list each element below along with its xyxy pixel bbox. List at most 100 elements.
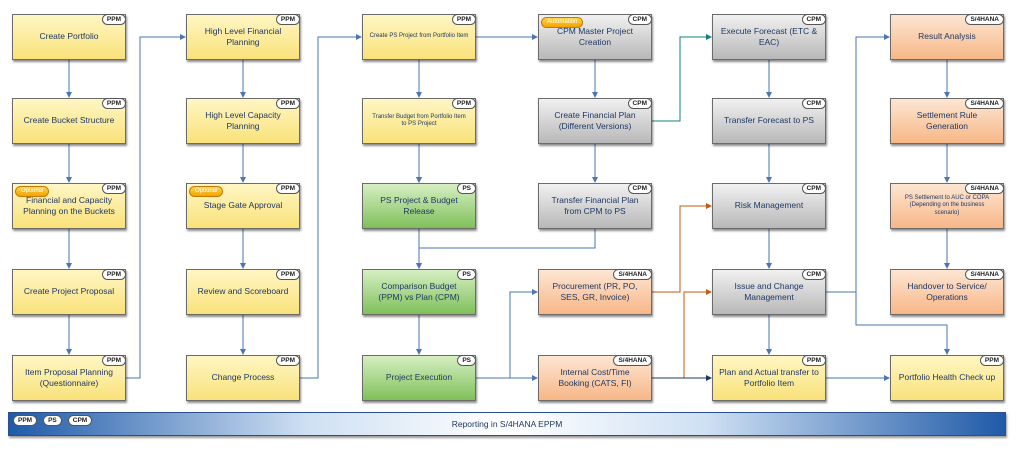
review-and-scoreboard-box[interactable]: Review and Scoreboard PPM <box>186 269 300 315</box>
financial-capacity-planning-buckets-system-tag: PPM <box>101 183 126 195</box>
execute-forecast-box[interactable]: Execute Forecast (ETC & EAC)CPM <box>712 14 826 60</box>
internal-cost-time-booking-system-tag: S/4HANA <box>613 355 652 367</box>
create-ps-project-from-portfolio-item-system-tag: PPM <box>451 14 476 26</box>
stage-gate-approval-label: Stage Gate Approval <box>203 200 283 211</box>
handover-service-operations-system-tag: S/4HANA <box>965 269 1004 281</box>
create-bucket-structure-system-tag: PPM <box>101 98 126 110</box>
high-level-capacity-planning-system-tag: PPM <box>275 98 300 110</box>
create-portfolio-system-tag: PPM <box>101 14 126 26</box>
procurement-system-tag: S/4HANA <box>613 269 652 281</box>
create-financial-plan-label: Create Financial Plan (Different Version… <box>554 109 636 131</box>
stage-gate-approval-badge: Optional <box>189 186 224 197</box>
item-proposal-planning-system-tag: PPM <box>101 355 126 367</box>
stage-gate-approval-system-tag: PPM <box>275 183 300 195</box>
connector-procurement-to-risk <box>652 203 712 293</box>
procurement-label: Procurement (PR, PO, SES, GR, Invoice) <box>552 280 638 302</box>
high-level-financial-planning-label: High Level Financial Planning <box>204 25 282 47</box>
connector-issue-to-result <box>826 34 890 293</box>
connector-item-proposal-to-financial <box>126 34 186 379</box>
connector-change-to-ps-project <box>300 34 362 379</box>
create-bucket-structure-box[interactable]: Create Bucket Structure PPM <box>12 98 126 144</box>
comparison-budget-vs-plan-label: Comparison Budget (PPM) vs Plan (CPM) <box>378 280 460 302</box>
transfer-financial-plan-cpm-to-ps-system-tag: CPM <box>627 183 652 195</box>
handover-service-operations-label: Handover to Service/ Operations <box>907 280 987 302</box>
create-project-proposal-label: Create Project Proposal <box>23 286 115 297</box>
cpm-master-project-creation-system-tag: CPM <box>627 14 652 26</box>
project-execution-label: Project Execution <box>385 372 453 383</box>
plan-actual-transfer-portfolio-item-label: Plan and Actual transfer to Portfolio It… <box>719 366 819 388</box>
ps-settlement-auc-copa-box[interactable]: PS Settlement to AUC or COPA (Depending … <box>890 183 1004 229</box>
financial-capacity-planning-buckets-label: Financial and Capacity Planning on the B… <box>23 194 115 216</box>
internal-cost-time-booking-box[interactable]: Internal Cost/Time Booking (CATS, FI)S/4… <box>538 355 652 401</box>
transfer-budget-portfolio-to-ps-label: Transfer Budget from Portfolio Item to P… <box>372 113 466 128</box>
result-analysis-label: Result Analysis <box>918 31 976 42</box>
portfolio-health-check-up-label: Portfolio Health Check up <box>898 372 996 383</box>
settlement-rule-generation-label: Settlement Rule Generation <box>916 109 978 131</box>
result-analysis-system-tag: S/4HANA <box>965 14 1004 26</box>
transfer-financial-plan-cpm-to-ps-label: Transfer Financial Plan from CPM to PS <box>551 194 639 216</box>
result-analysis-box[interactable]: Result Analysis S/4HANA <box>890 14 1004 60</box>
procurement-box[interactable]: Procurement (PR, PO, SES, GR, Invoice)S/… <box>538 269 652 315</box>
ps-settlement-auc-copa-system-tag: S/4HANA <box>965 183 1004 195</box>
reporting-bar[interactable]: PPM PS CPM Reporting in S/4HANA EPPM <box>8 412 1006 436</box>
execute-forecast-system-tag: CPM <box>801 14 826 26</box>
transfer-budget-portfolio-to-ps-system-tag: PPM <box>451 98 476 110</box>
create-portfolio-label: Create Portfolio <box>39 31 99 42</box>
reporting-tags: PPM PS CPM <box>13 415 93 427</box>
internal-cost-time-booking-label: Internal Cost/Time Booking (CATS, FI) <box>558 366 632 388</box>
reporting-label: Reporting in S/4HANA EPPM <box>451 419 563 429</box>
create-financial-plan-box[interactable]: Create Financial Plan (Different Version… <box>538 98 652 144</box>
portfolio-health-check-up-system-tag: PPM <box>979 355 1004 367</box>
high-level-financial-planning-system-tag: PPM <box>275 14 300 26</box>
review-and-scoreboard-label: Review and Scoreboard <box>197 286 289 297</box>
comparison-budget-vs-plan-box[interactable]: Comparison Budget (PPM) vs Plan (CPM)PS <box>362 269 476 315</box>
risk-management-system-tag: CPM <box>801 183 826 195</box>
review-and-scoreboard-system-tag: PPM <box>275 269 300 281</box>
create-bucket-structure-label: Create Bucket Structure <box>23 115 115 126</box>
plan-actual-transfer-portfolio-item-system-tag: PPM <box>801 355 826 367</box>
change-process-label: Change Process <box>211 372 275 383</box>
issue-and-change-management-system-tag: CPM <box>801 269 826 281</box>
transfer-budget-portfolio-to-ps-box[interactable]: Transfer Budget from Portfolio Item to P… <box>362 98 476 144</box>
connector-execution-to-procurement <box>500 289 538 379</box>
transfer-forecast-to-ps-label: Transfer Forecast to PS <box>724 115 814 126</box>
change-process-system-tag: PPM <box>275 355 300 367</box>
item-proposal-planning-label: Item Proposal Planning (Questionnaire) <box>25 366 113 388</box>
item-proposal-planning-box[interactable]: Item Proposal Planning (Questionnaire)PP… <box>12 355 126 401</box>
high-level-capacity-planning-label: High Level Capacity Planning <box>205 109 281 131</box>
financial-capacity-planning-buckets-box[interactable]: Financial and Capacity Planning on the B… <box>12 183 126 229</box>
stage-gate-approval-box[interactable]: Stage Gate Approval PPM Optional <box>186 183 300 229</box>
connector-financial-plan-to-comparison <box>416 229 596 269</box>
create-ps-project-from-portfolio-item-label: Create PS Project from Portfolio Item <box>369 33 469 40</box>
project-execution-system-tag: PS <box>457 355 476 367</box>
ps-settlement-auc-copa-label: PS Settlement to AUC or COPA (Depending … <box>904 194 990 216</box>
plan-actual-transfer-portfolio-item-box[interactable]: Plan and Actual transfer to Portfolio It… <box>712 355 826 401</box>
ps-project-budget-release-label: PS Project & Budget Release <box>380 194 458 216</box>
settlement-rule-generation-system-tag: S/4HANA <box>965 98 1004 110</box>
connector-financial-plan-to-forecast <box>652 34 712 122</box>
create-ps-project-from-portfolio-item-box[interactable]: Create PS Project from Portfolio Item PPM <box>362 14 476 60</box>
reporting-tag-cpm: CPM <box>67 415 93 427</box>
portfolio-health-check-up-box[interactable]: Portfolio Health Check up PPM <box>890 355 1004 401</box>
reporting-tag-ppm: PPM <box>13 415 38 427</box>
cpm-master-project-creation-badge: Automation <box>541 17 584 28</box>
cpm-master-project-creation-label: CPM Master Project Creation <box>556 25 634 47</box>
execute-forecast-label: Execute Forecast (ETC & EAC) <box>720 25 818 47</box>
project-execution-box[interactable]: Project Execution PS <box>362 355 476 401</box>
connector-booking-to-issue <box>652 289 712 379</box>
comparison-budget-vs-plan-system-tag: PS <box>457 269 476 281</box>
